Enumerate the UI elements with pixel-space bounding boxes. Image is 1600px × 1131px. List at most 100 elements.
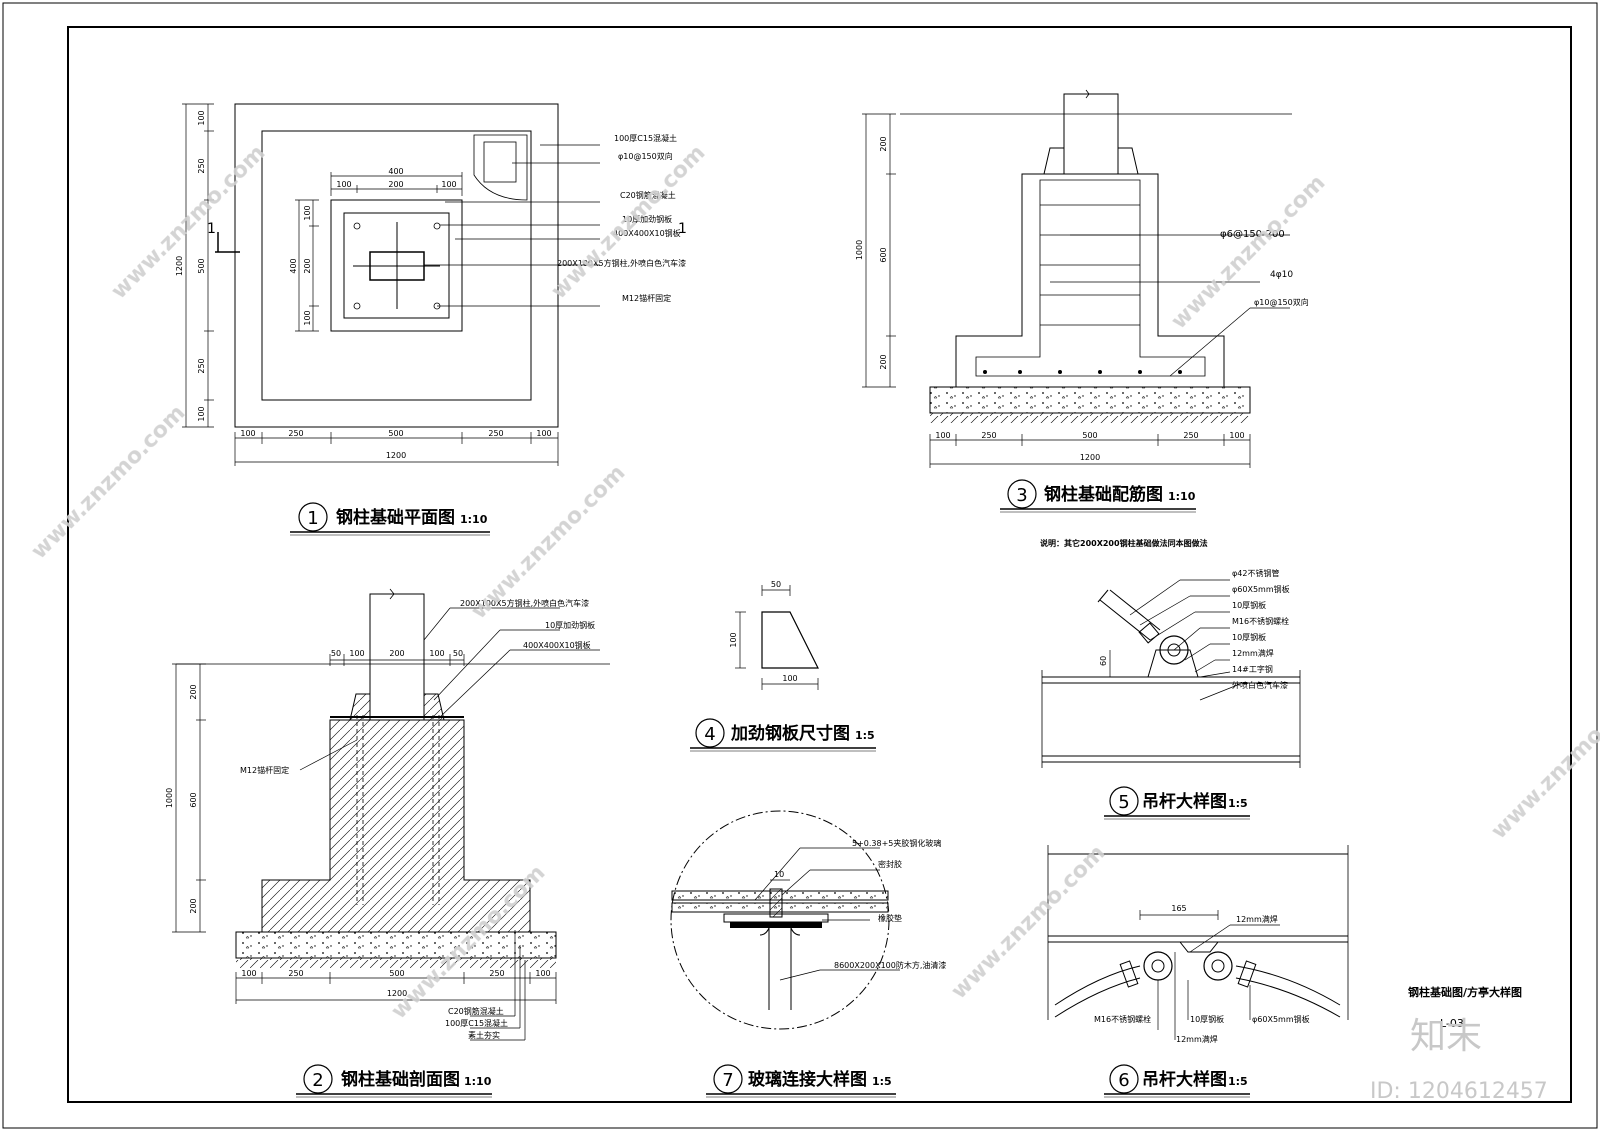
d5-label-3: M16不锈钢螺栓 xyxy=(1232,616,1289,626)
d2-dim-b2: 500 xyxy=(389,969,404,978)
d1-dim-b2: 500 xyxy=(388,429,403,438)
d2-dim-b0: 100 xyxy=(241,969,256,978)
detail-4-stiffener: 50 100 100 4 加劲钢板尺寸图 1:5 xyxy=(690,580,876,752)
d6-label-1: M16不锈钢螺栓 xyxy=(1094,1014,1151,1024)
wm-site-4: www.znzmo.com xyxy=(27,400,191,564)
d3-dim-b4: 100 xyxy=(1229,431,1244,440)
section-mark-left: 1 xyxy=(207,221,216,237)
d6-num: 6 xyxy=(1118,1070,1129,1091)
detail-5-hanger: φ42不锈钢管 φ60X5mm钢板 10厚钢板 M16不锈钢螺栓 10厚钢板 1… xyxy=(1041,568,1301,820)
d3-dim-b1: 250 xyxy=(981,431,996,440)
d1-dim-b3: 250 xyxy=(488,429,503,438)
d2-num: 2 xyxy=(312,1070,323,1091)
d4-dim-1: 100 xyxy=(729,632,738,647)
detail-2-section: 200X100X5方钢柱,外喷白色汽车漆 10厚加劲钢板 400X400X10钢… xyxy=(165,588,610,1098)
d5-label-2: 10厚钢板 xyxy=(1232,600,1266,610)
d4-num: 4 xyxy=(704,724,715,745)
d2-dim-t2: 200 xyxy=(389,649,404,658)
d6-label-4: 12mm满焊 xyxy=(1176,1034,1218,1044)
d2-dim-b3: 250 xyxy=(489,969,504,978)
d1-dim-l3: 250 xyxy=(197,358,206,373)
d1-dim-ltotal: 1200 xyxy=(175,256,184,276)
d1-scale: 1:10 xyxy=(460,513,488,526)
d5-label-5: 12mm满焊 xyxy=(1232,648,1274,658)
d1-dim-il0: 400 xyxy=(289,258,298,273)
d7-label-0: 5+0.38+5夹胶钢化玻璃 xyxy=(852,838,941,848)
d6-label-2: 10厚钢板 xyxy=(1190,1014,1224,1024)
d1-label-4: 400X400X10钢板 xyxy=(613,228,681,238)
d3-scale: 1:10 xyxy=(1168,490,1196,503)
d1-dim-l1: 250 xyxy=(197,158,206,173)
d3-dim-total: 1200 xyxy=(1080,453,1100,462)
d1-label-2: C20钢筋混凝土 xyxy=(620,190,676,200)
d1-dim-t0: 400 xyxy=(388,167,403,176)
detail-1-plan: 1 1 100厚C15混凝土 φ10@150双向 C20钢筋混凝土 10厚加劲钢… xyxy=(175,103,687,536)
d2-dim-l2: 200 xyxy=(189,898,198,913)
note-text: 说明：其它200X200钢柱基础做法同本图做法 xyxy=(1040,538,1208,548)
d2-dim-total: 1200 xyxy=(387,989,407,998)
wm-site-7: www.znzmo.com xyxy=(1487,680,1600,844)
d2-label-t1: 10厚加劲钢板 xyxy=(545,620,595,630)
d1-dim-b4: 100 xyxy=(536,429,551,438)
d4-dim-0: 50 xyxy=(771,580,781,589)
d7-label-2: 橡胶垫 xyxy=(878,913,902,923)
d2-label-b1: 100厚C15混凝土 xyxy=(445,1018,508,1028)
d5-num: 5 xyxy=(1118,792,1129,813)
detail-6-hanger: 165 12mm满焊 M16不锈钢螺栓 10厚钢板 φ60X5mm钢板 12mm… xyxy=(1047,845,1349,1098)
d2-label-t2: 400X400X10钢板 xyxy=(523,640,591,650)
d1-dim-l0: 100 xyxy=(197,110,206,125)
d5-label-0: φ42不锈钢管 xyxy=(1232,568,1279,578)
d2-dim-height: 1000 xyxy=(165,788,174,808)
d5-label-4: 10厚钢板 xyxy=(1232,632,1266,642)
d5-label-6: 14#工字钢 xyxy=(1232,664,1273,674)
d1-dim-t3: 100 xyxy=(441,180,456,189)
section-mark-right: 1 xyxy=(678,221,687,237)
d6-dim: 165 xyxy=(1171,904,1186,913)
d1-dim-t2: 200 xyxy=(388,180,403,189)
d7-label-3: 8600X200X100防木方,油清漆 xyxy=(834,960,946,970)
d1-dim-t1: 100 xyxy=(336,180,351,189)
d2-dim-l1: 600 xyxy=(189,792,198,807)
d6-scale: 1:5 xyxy=(1228,1075,1248,1088)
d4-dim-2: 100 xyxy=(782,674,797,683)
d2-label-bolt: M12锚杆固定 xyxy=(240,765,289,775)
d5-label-7: 外喷白色汽车漆 xyxy=(1232,680,1288,690)
d3-dim-b2: 500 xyxy=(1082,431,1097,440)
d2-label-t0: 200X100X5方钢柱,外喷白色汽车漆 xyxy=(460,598,589,608)
d1-dim-il1: 100 xyxy=(303,205,312,220)
d4-scale: 1:5 xyxy=(855,729,875,742)
d1-dim-total: 1200 xyxy=(386,451,406,460)
d1-label-3: 10厚加劲钢板 xyxy=(622,214,672,224)
id-watermark: ID: 1204612457 xyxy=(1370,1079,1548,1104)
d5-scale: 1:5 xyxy=(1228,797,1248,810)
d1-label-6: M12锚杆固定 xyxy=(622,293,671,303)
d1-dim-l4: 100 xyxy=(197,406,206,421)
d3-label-0: φ6@150-200 xyxy=(1220,229,1285,240)
d7-scale: 1:5 xyxy=(872,1075,892,1088)
sheet-title: 钢柱基础图/方亭大样图 xyxy=(1408,985,1522,999)
d2-dim-b1: 250 xyxy=(288,969,303,978)
d2-title: 钢柱基础剖面图 xyxy=(341,1069,460,1090)
sheet-code: L-03 xyxy=(1440,1017,1464,1030)
d2-dim-t3: 100 xyxy=(429,649,444,658)
d7-num: 7 xyxy=(722,1070,733,1091)
d2-dim-l0: 200 xyxy=(189,684,198,699)
d1-title: 钢柱基础平面图 xyxy=(336,507,455,528)
d1-label-0: 100厚C15混凝土 xyxy=(614,133,677,143)
d3-label-1: 4φ10 xyxy=(1270,270,1293,280)
d1-label-5: 200X100X5方钢柱,外喷白色汽车漆 xyxy=(557,258,686,268)
inner-frame xyxy=(67,26,1572,1103)
d1-dim-il3: 100 xyxy=(303,310,312,325)
d1-num: 1 xyxy=(307,508,318,529)
d3-dim-l0: 200 xyxy=(879,136,888,151)
d2-label-b2: 素土夯实 xyxy=(468,1030,500,1040)
d5-dim: 60 xyxy=(1099,656,1108,666)
d7-title: 玻璃连接大样图 xyxy=(748,1069,867,1090)
d5-title: 吊杆大样图 xyxy=(1142,791,1227,812)
d1-dim-b0: 100 xyxy=(240,429,255,438)
d1-dim-il2: 200 xyxy=(303,258,312,273)
d3-dim-l2: 200 xyxy=(879,354,888,369)
d3-dim-b3: 250 xyxy=(1183,431,1198,440)
d4-title: 加劲钢板尺寸图 xyxy=(730,723,850,744)
